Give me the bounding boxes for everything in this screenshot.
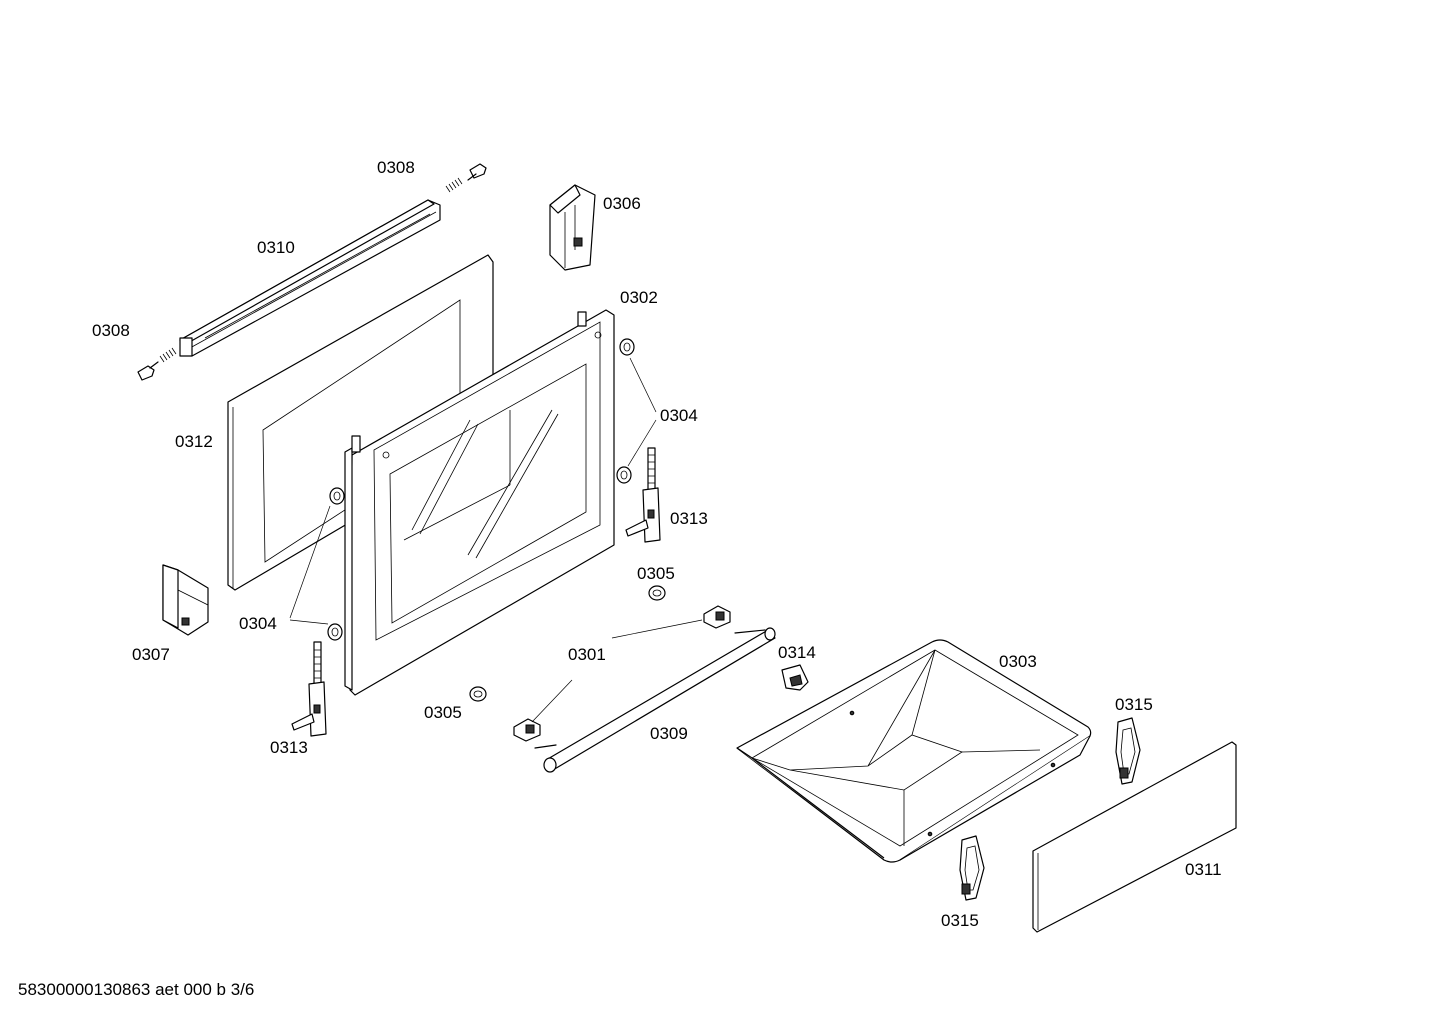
part-0308-screw-left — [137, 347, 177, 381]
label-0311: 0311 — [1185, 860, 1222, 879]
part-0306-hinge-bracket — [549, 184, 596, 271]
label-0303: 0303 — [999, 652, 1037, 671]
part-0308-screw-top — [445, 163, 487, 193]
label-0306: 0306 — [603, 194, 641, 213]
label-0305-left: 0305 — [424, 703, 462, 722]
label-0302: 0302 — [620, 288, 658, 307]
label-0307: 0307 — [132, 645, 170, 664]
part-0313-hinge-right — [625, 447, 661, 543]
part-0314-clip — [781, 664, 809, 691]
label-0308-left: 0308 — [92, 321, 130, 340]
label-0308-top: 0308 — [377, 158, 415, 177]
label-0313-right: 0313 — [670, 509, 708, 528]
label-0310: 0310 — [257, 238, 295, 257]
part-0301-handle-support — [513, 605, 731, 742]
label-0304-left: 0304 — [239, 614, 277, 633]
part-0313-hinge-left — [291, 641, 327, 737]
label-0315-bottom: 0315 — [941, 911, 979, 930]
part-0309-door-handle — [534, 627, 776, 773]
label-0305-right: 0305 — [637, 564, 675, 583]
part-0311-drawer-front — [1032, 741, 1237, 933]
label-0309: 0309 — [650, 724, 688, 743]
part-0315-runner-bottom — [959, 835, 985, 901]
part-0305-caps — [469, 585, 666, 702]
label-0301: 0301 — [568, 645, 606, 664]
part-0307-bracket — [162, 564, 209, 636]
label-0313-left: 0313 — [270, 738, 308, 757]
part-0303-drawer-tray — [736, 639, 1092, 863]
part-0302-outer-door — [344, 309, 615, 696]
drawing-code: 58300000130863 aet 000 b 3/6 — [18, 980, 255, 999]
label-0315-top: 0315 — [1115, 695, 1153, 714]
part-0304-bumpers — [327, 338, 635, 641]
leader-lines-0304 — [289, 357, 657, 625]
label-0304-right: 0304 — [660, 406, 698, 425]
label-0312: 0312 — [175, 432, 213, 451]
part-0310-door-trim-bar — [179, 199, 441, 357]
label-0314: 0314 — [778, 643, 816, 662]
part-0315-runner-top — [1115, 717, 1141, 785]
